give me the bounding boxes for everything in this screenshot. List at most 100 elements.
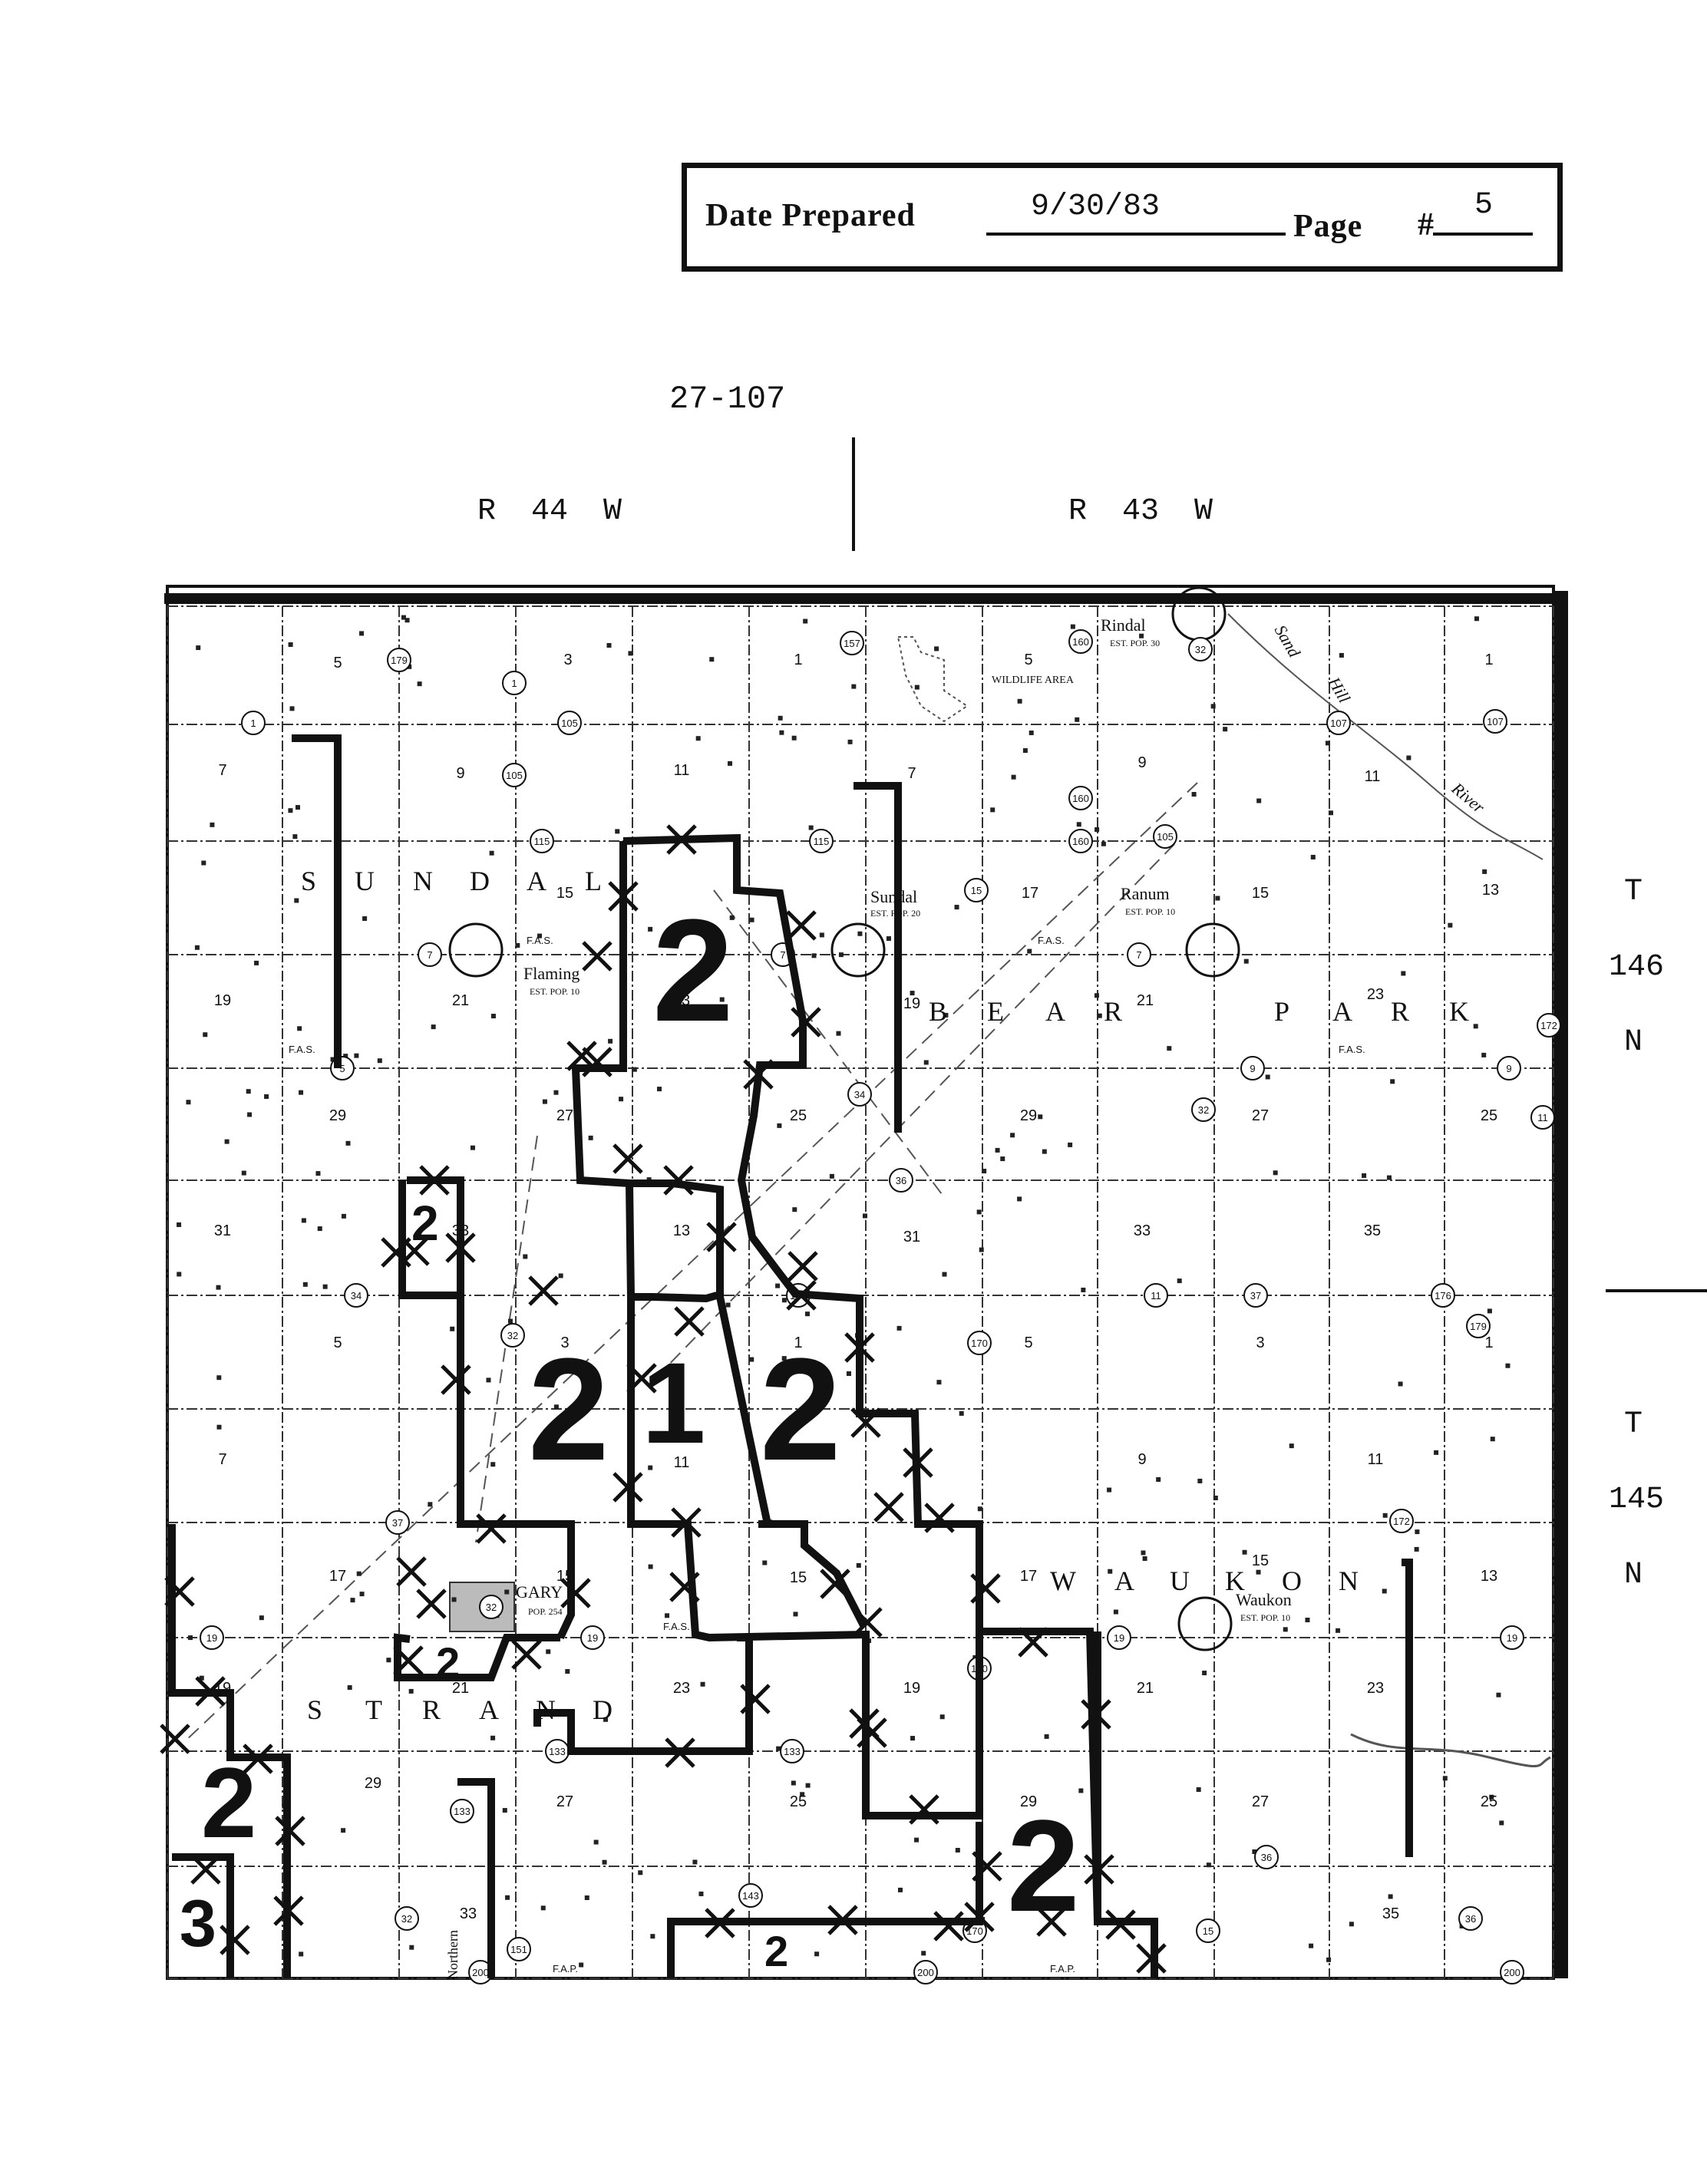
route-shield: 172 [1389, 1509, 1414, 1533]
route-shield: 172 [1537, 1013, 1561, 1038]
cross-stroke [924, 1503, 955, 1533]
farmstead-dot [954, 905, 959, 910]
section-number: 25 [790, 1107, 807, 1124]
township-north-t: T [1624, 875, 1643, 909]
farmstead-dot [1242, 1549, 1247, 1555]
route-shield-outline [1127, 942, 1151, 967]
farmstead-dot [292, 834, 298, 840]
section-number: 19 [903, 1680, 920, 1697]
farmstead-dot [1382, 1589, 1387, 1594]
zone-label: 2 [1007, 1793, 1080, 1939]
farmstead-dot [330, 1057, 335, 1062]
township-south-dir: N [1624, 1558, 1643, 1592]
section-number: 7 [218, 1451, 226, 1468]
boundary-cross [1018, 1627, 1048, 1658]
farmstead-dot [1388, 1894, 1393, 1899]
route-shield-outline [780, 1739, 804, 1763]
place-waukon: Waukon [1236, 1590, 1292, 1609]
section-number: 33 [460, 1905, 477, 1922]
farmstead-dot [939, 1714, 945, 1720]
route-number: 32 [507, 1330, 518, 1341]
route-shield-outline [502, 671, 527, 695]
farmstead-dot [976, 1209, 982, 1215]
route-number: 1 [250, 718, 256, 729]
place-ranum-pop: EST. POP. 10 [1125, 906, 1175, 917]
route-number: 172 [1393, 1516, 1410, 1527]
route-shield-outline [450, 1799, 474, 1823]
section-number: 29 [1020, 1793, 1037, 1810]
township-letter: S [307, 1694, 322, 1725]
farmstead-dot [811, 953, 817, 958]
route-number: 160 [1072, 836, 1089, 847]
boundary-cross [612, 1143, 643, 1174]
route-number: 133 [549, 1746, 566, 1757]
boundary-cross [582, 1047, 612, 1077]
route-number: 176 [1435, 1290, 1451, 1301]
cross-stroke [964, 1902, 995, 1932]
boundary-cross [850, 1407, 881, 1438]
farmstead-dots [177, 615, 1511, 1968]
farmstead-dot [216, 1375, 222, 1381]
farmstead-dot [1487, 1308, 1492, 1314]
zone-boundary-line [622, 833, 1101, 1922]
boundary-cross [612, 1472, 643, 1503]
farmstead-dot [608, 1038, 613, 1044]
farmstead-dot [299, 1090, 304, 1095]
route-shield-outline [1153, 824, 1177, 849]
section-number: 7 [218, 762, 226, 779]
farmstead-dot [1078, 1788, 1084, 1793]
cross-stroke [669, 1572, 700, 1602]
farmstead-dot [808, 825, 814, 830]
farmstead-dot [700, 1681, 705, 1687]
section-number: 11 [1368, 1451, 1384, 1468]
farmstead-dot [341, 1828, 346, 1833]
farmstead-dot [628, 651, 633, 656]
section-number: 3 [563, 652, 572, 668]
farmstead-dot [584, 1895, 589, 1901]
cross-stroke [416, 1589, 447, 1619]
farmstead-dot [838, 952, 844, 958]
farmstead-dot [728, 760, 733, 766]
farmstead-dot [1113, 1609, 1118, 1615]
boundary-cross [445, 1232, 476, 1263]
section-grid [167, 605, 1554, 1979]
cross-stroke [626, 1363, 657, 1394]
farmstead-dot [188, 1635, 193, 1641]
route-shield: 15 [1196, 1918, 1220, 1943]
route-shield-outline [580, 1625, 605, 1650]
route-number: 143 [742, 1890, 759, 1902]
farmstead-dot [1095, 827, 1100, 833]
farmstead-dot [762, 1560, 768, 1565]
cross-stroke [612, 1143, 643, 1174]
boundary-cross [528, 1275, 559, 1306]
farmstead-dot [1273, 1170, 1278, 1176]
cross-stroke [791, 1007, 821, 1038]
route-shield: 170 [967, 1331, 992, 1355]
farmstead-dot [775, 1283, 781, 1288]
township-letter: K [1449, 996, 1469, 1027]
route-shield-outline [1500, 1625, 1524, 1650]
farmstead-dot [377, 1058, 382, 1064]
zone-label: 3 [180, 1887, 216, 1961]
farmstead-dot [386, 1658, 391, 1663]
section-number: 25 [1481, 1793, 1497, 1810]
boundary-cross [273, 1895, 304, 1926]
cross-stroke [786, 1280, 817, 1311]
boundary-cross [608, 881, 639, 912]
township-letter: E [987, 996, 1004, 1027]
farmstead-dot [896, 1325, 902, 1331]
section-number: 19 [903, 995, 920, 1012]
farmstead-dot [203, 1032, 208, 1038]
section-number: 23 [1367, 1680, 1384, 1697]
farmstead-dot [959, 1410, 964, 1416]
farmstead-dot [490, 1014, 496, 1019]
boundary-cross [787, 1251, 818, 1282]
farmstead-dot [800, 1361, 805, 1366]
date-underline [986, 233, 1286, 236]
farmstead-dot [846, 1371, 851, 1376]
section-number: 5 [333, 655, 342, 671]
boundary-cross [275, 1816, 305, 1846]
section-number: 17 [1022, 885, 1038, 902]
route-number: 160 [1072, 636, 1089, 648]
cross-stroke [671, 1507, 702, 1538]
